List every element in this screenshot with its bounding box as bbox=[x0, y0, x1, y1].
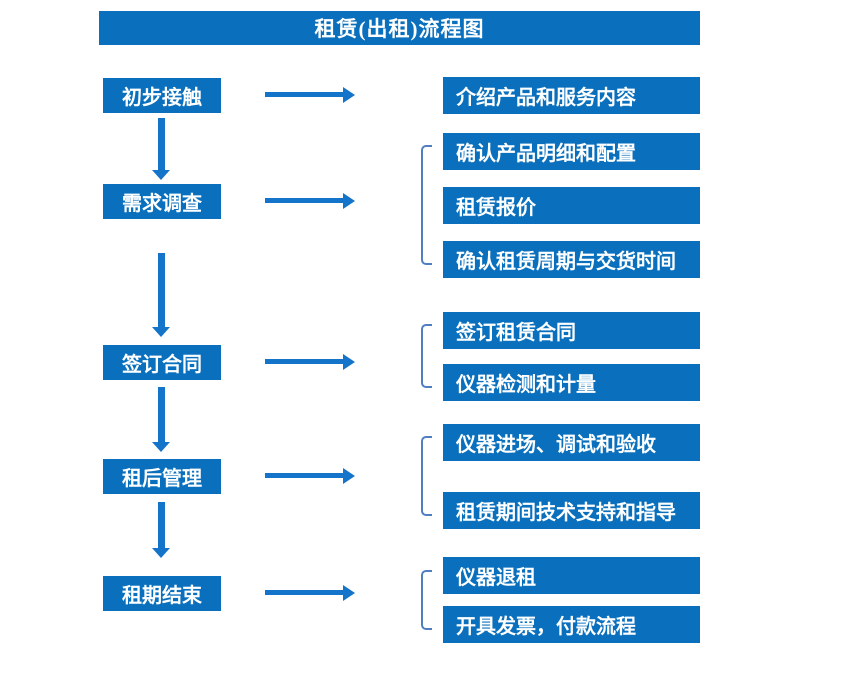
right-arrow-step4 bbox=[265, 468, 355, 484]
arrow-head-icon bbox=[343, 468, 355, 484]
arrow-stem bbox=[265, 590, 344, 595]
output-box-step4-1: 仪器进场、调试和验收 bbox=[443, 424, 700, 461]
step-box-sign-contract: 签订合同 bbox=[103, 345, 221, 380]
down-arrow-1 bbox=[152, 118, 171, 180]
output-box-step2-3: 确认租赁周期与交货时间 bbox=[443, 241, 700, 278]
output-box-step2-2: 租赁报价 bbox=[443, 187, 700, 224]
output-box-step5-2: 开具发票，付款流程 bbox=[443, 606, 700, 643]
right-arrow-step3 bbox=[265, 354, 355, 370]
arrow-head-icon bbox=[343, 193, 355, 209]
arrow-stem bbox=[158, 387, 165, 443]
arrow-stem bbox=[158, 253, 165, 328]
output-box-step1-1: 介绍产品和服务内容 bbox=[443, 77, 700, 114]
arrow-head-icon bbox=[343, 87, 355, 103]
arrow-head-icon bbox=[343, 585, 355, 601]
right-arrow-step1 bbox=[265, 87, 355, 103]
arrow-stem bbox=[265, 198, 344, 203]
output-box-step5-1: 仪器退租 bbox=[443, 557, 700, 594]
arrow-stem bbox=[158, 502, 165, 549]
flowchart-title: 租赁(出租)流程图 bbox=[99, 11, 700, 45]
group-bracket-step2 bbox=[421, 145, 432, 265]
right-arrow-step5 bbox=[265, 585, 355, 601]
group-bracket-step3 bbox=[421, 324, 432, 388]
output-box-step3-2: 仪器检测和计量 bbox=[443, 364, 700, 401]
arrow-stem bbox=[265, 473, 344, 478]
step-box-rental-end: 租期结束 bbox=[103, 576, 221, 611]
arrow-stem bbox=[265, 92, 344, 97]
down-arrow-2 bbox=[152, 253, 171, 337]
down-arrow-4 bbox=[152, 502, 171, 558]
output-box-step4-2: 租赁期间技术支持和指导 bbox=[443, 492, 700, 529]
group-bracket-step4 bbox=[421, 436, 432, 516]
output-box-step3-1: 签订租赁合同 bbox=[443, 312, 700, 349]
step-box-post-rental-management: 租后管理 bbox=[103, 459, 221, 494]
arrow-head-icon bbox=[152, 327, 170, 337]
right-arrow-step2 bbox=[265, 193, 355, 209]
arrow-head-icon bbox=[152, 442, 170, 452]
step-box-initial-contact: 初步接触 bbox=[103, 78, 221, 113]
step-box-demand-survey: 需求调查 bbox=[103, 184, 221, 219]
output-box-step2-1: 确认产品明细和配置 bbox=[443, 133, 700, 170]
arrow-stem bbox=[158, 118, 165, 171]
arrow-head-icon bbox=[343, 354, 355, 370]
arrow-stem bbox=[265, 359, 344, 364]
group-bracket-step5 bbox=[421, 570, 432, 630]
arrow-head-icon bbox=[152, 548, 170, 558]
down-arrow-3 bbox=[152, 387, 171, 452]
arrow-head-icon bbox=[152, 170, 170, 180]
